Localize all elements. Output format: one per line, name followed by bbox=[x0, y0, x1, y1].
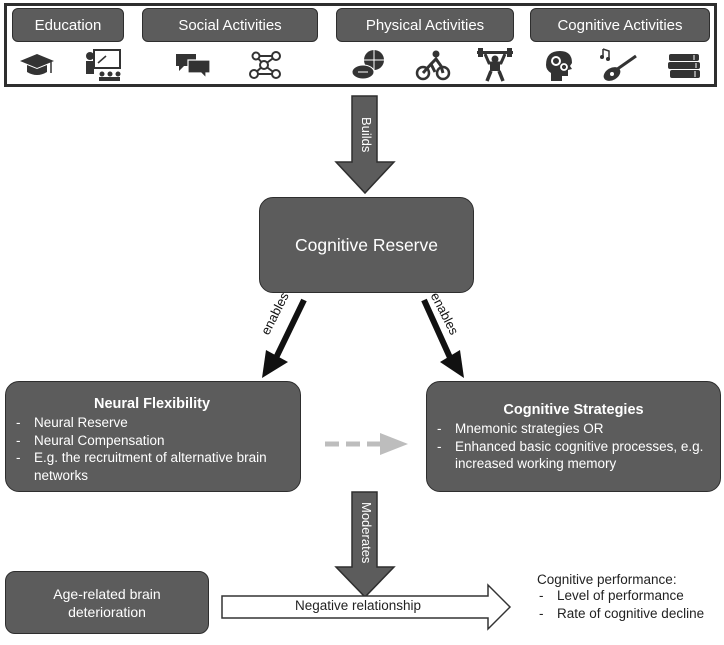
cognitive-reserve-box: Cognitive Reserve bbox=[259, 197, 474, 293]
age-related-deterioration-box: Age-related brain deterioration bbox=[5, 571, 209, 634]
performance-item: Rate of cognitive decline bbox=[537, 605, 722, 623]
enables-left-arrow-head bbox=[262, 350, 288, 378]
teacher-board-icon bbox=[86, 49, 121, 81]
weightlifter-icon bbox=[477, 48, 513, 82]
cognitive-performance-title: Cognitive performance: bbox=[537, 572, 677, 587]
neural-item: Neural Reserve bbox=[14, 414, 290, 432]
builds-label: Builds bbox=[359, 117, 374, 153]
sports-balls-icon bbox=[351, 50, 384, 80]
negative-relationship-label: Negative relationship bbox=[294, 598, 422, 613]
enables-right-arrow-shaft bbox=[421, 298, 455, 364]
cognitive-strategies-box: Cognitive Strategies Mnemonic strategies… bbox=[426, 381, 721, 492]
enables-left-arrow-shaft bbox=[271, 298, 307, 364]
strategy-item: Enhanced basic cognitive processes, e.g.… bbox=[435, 438, 712, 473]
network-icon bbox=[249, 51, 281, 79]
category-education: Education bbox=[12, 8, 124, 42]
category-physical-activities: Physical Activities bbox=[336, 8, 514, 42]
category-cognitive-activities: Cognitive Activities bbox=[530, 8, 710, 42]
enables-right-arrow-head bbox=[440, 350, 464, 378]
cognitive-performance-list: Level of performance Rate of cognitive d… bbox=[537, 587, 722, 622]
category-social-activities: Social Activities bbox=[142, 8, 318, 42]
graduation-cap-icon bbox=[20, 54, 54, 75]
cognitive-performance-block: Cognitive performance: Level of performa… bbox=[537, 572, 722, 622]
guitar-music-icon bbox=[600, 48, 637, 81]
cognitive-strategies-title: Cognitive Strategies bbox=[503, 402, 644, 418]
neural-flexibility-box: Neural Flexibility Neural Reserve Neural… bbox=[5, 381, 301, 492]
builds-arrow bbox=[334, 95, 396, 195]
neural-flexibility-list: Neural Reserve Neural Compensation E.g. … bbox=[14, 414, 290, 484]
neural-flexibility-title: Neural Flexibility bbox=[93, 396, 211, 412]
books-icon bbox=[668, 54, 700, 78]
chat-bubbles-icon bbox=[176, 54, 211, 80]
performance-item: Level of performance bbox=[537, 587, 722, 605]
cognitive-strategies-list: Mnemonic strategies OR Enhanced basic co… bbox=[435, 420, 712, 473]
brain-gears-icon bbox=[546, 51, 572, 81]
strategy-item: Mnemonic strategies OR bbox=[435, 420, 712, 438]
moderates-label: Moderates bbox=[359, 502, 374, 564]
neural-item: Neural Compensation bbox=[14, 432, 290, 450]
dashed-link-head bbox=[380, 433, 408, 455]
neural-item: E.g. the recruitment of alternative brai… bbox=[14, 449, 290, 484]
negative-relationship-arrow bbox=[221, 583, 512, 631]
moderates-arrow bbox=[334, 491, 396, 599]
cyclist-icon bbox=[415, 50, 451, 81]
